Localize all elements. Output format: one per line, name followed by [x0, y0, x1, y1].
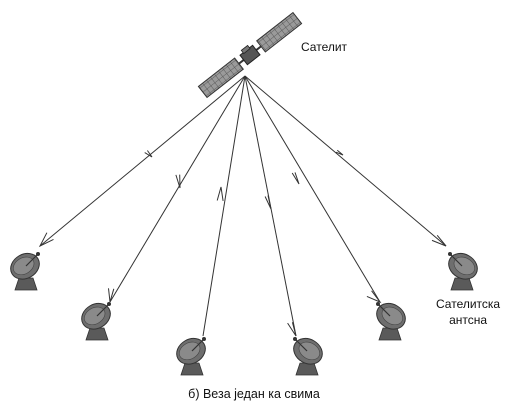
dish-antenna-icon: [10, 252, 40, 291]
arrowhead: [216, 186, 224, 201]
arrowhead: [335, 149, 344, 156]
dish-antenna-icon: [81, 302, 111, 341]
arrowhead: [291, 172, 300, 185]
link-line: [244, 75, 381, 303]
figure-caption: б) Веза један ка свима: [188, 387, 320, 401]
arrowhead: [38, 232, 54, 248]
solar-panel-left: [197, 57, 244, 99]
links-group: [39, 75, 447, 337]
dish-antenna-icon: [376, 302, 406, 341]
link-line: [39, 75, 246, 247]
arrowhead: [431, 234, 447, 247]
satellite-icon: [197, 11, 303, 99]
link-line: [109, 75, 246, 303]
dish-antenna-icon: [448, 252, 478, 291]
link-line: [244, 75, 447, 247]
arrowheads-group: [38, 149, 447, 337]
arrowhead: [366, 290, 382, 304]
antenna-label-line1: Сателитска: [436, 297, 501, 311]
dish-antenna-icon: [176, 337, 206, 376]
satellite-label: Сателит: [301, 40, 348, 54]
antenna-label: Сателитска антсна: [436, 296, 500, 328]
dish-antenna-icon: [293, 337, 323, 376]
link-line: [202, 75, 246, 337]
arrowhead: [287, 322, 297, 337]
arrowhead: [264, 195, 272, 210]
antenna-label-line2: антсна: [449, 313, 488, 327]
arrowhead: [175, 174, 181, 189]
solar-panel-right: [256, 11, 303, 53]
arrowhead: [144, 150, 153, 158]
dishes-group: [10, 252, 478, 376]
arrowhead: [108, 288, 115, 303]
